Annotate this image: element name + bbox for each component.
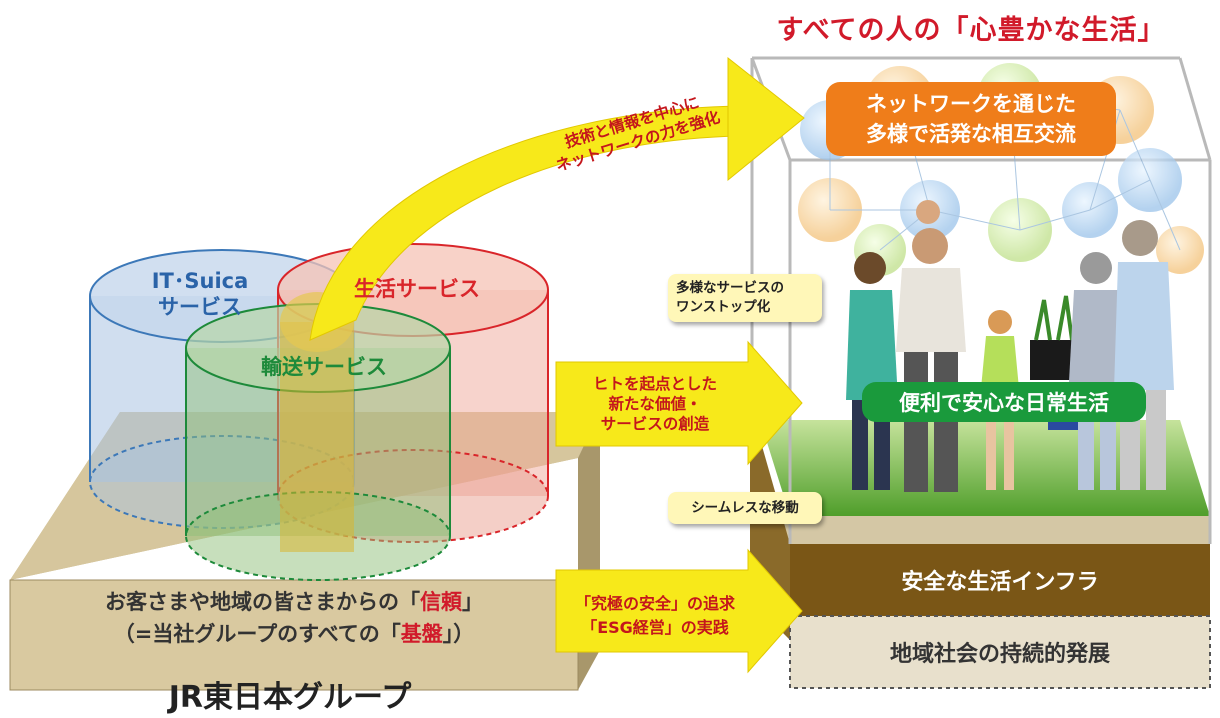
group-name: JR東日本グループ [168, 680, 412, 715]
trust-keyword: 信頼 [420, 590, 462, 614]
base-caption-line1: お客さまや地域の皆さまからの「信頼」 [14, 586, 574, 618]
value-creation-label: ヒトを起点とした 新たな価値・ サービスの創造 [560, 374, 750, 434]
value-creation-line3: サービスの創造 [600, 415, 710, 433]
safety-esg-line2: 「ESG経営」の実践 [581, 618, 729, 637]
it-suica-label-line2: サービス [158, 295, 242, 319]
people-illustration [846, 200, 1174, 492]
seamless-callout: シームレスな移動 [668, 492, 822, 524]
onestop-callout: 多様なサービスの ワンストップ化 [668, 274, 822, 322]
page-title: すべての人の「心豊かな生活」 [776, 15, 1166, 46]
network-exchange-line1: ネットワークを通じた [866, 92, 1076, 116]
it-suica-label-line1: IT･Suica [151, 269, 249, 293]
safety-esg-arrow [555, 548, 803, 674]
base-line1-suffix: 」 [462, 590, 483, 614]
it-suica-label: IT･Suica サービス [130, 268, 270, 320]
onestop-line1: 多様なサービスの [676, 280, 784, 296]
network-exchange-badge: ネットワークを通じた 多様で活発な相互交流 [826, 82, 1116, 156]
onestop-line2: ワンストップ化 [676, 299, 771, 315]
infrastructure-label: 安全な生活インフラ [901, 570, 1099, 595]
value-creation-line1: ヒトを起点とした [592, 375, 717, 393]
network-exchange-line2: 多様で活発な相互交流 [866, 122, 1076, 146]
foundation-keyword: 基盤 [400, 622, 443, 646]
base-caption: お客さまや地域の皆さまからの「信頼」 （=当社グループのすべての「基盤」） [14, 586, 574, 650]
safety-esg-label: 「究極の安全」の追求 「ESG経営」の実践 [560, 592, 750, 640]
life-service-label: 生活サービス [354, 277, 480, 301]
regional-development-label: 地域社会の持続的発展 [889, 642, 1110, 667]
safety-esg-line1: 「究極の安全」の追求 [574, 594, 735, 613]
base-line2-suffix: 」） [442, 622, 475, 646]
value-creation-arrow [555, 340, 803, 466]
value-creation-line2: 新たな価値・ [608, 395, 702, 413]
base-caption-line2: （=当社グループのすべての「基盤」） [14, 618, 574, 650]
base-line1-prefix: お客さまや地域の皆さまからの「 [105, 590, 420, 614]
transport-service-label: 輸送サービス [261, 355, 387, 379]
daily-life-badge: 便利で安心な日常生活 [862, 382, 1146, 422]
base-line2-prefix: （=当社グループのすべての「 [113, 622, 401, 646]
network-arrow [309, 56, 805, 341]
